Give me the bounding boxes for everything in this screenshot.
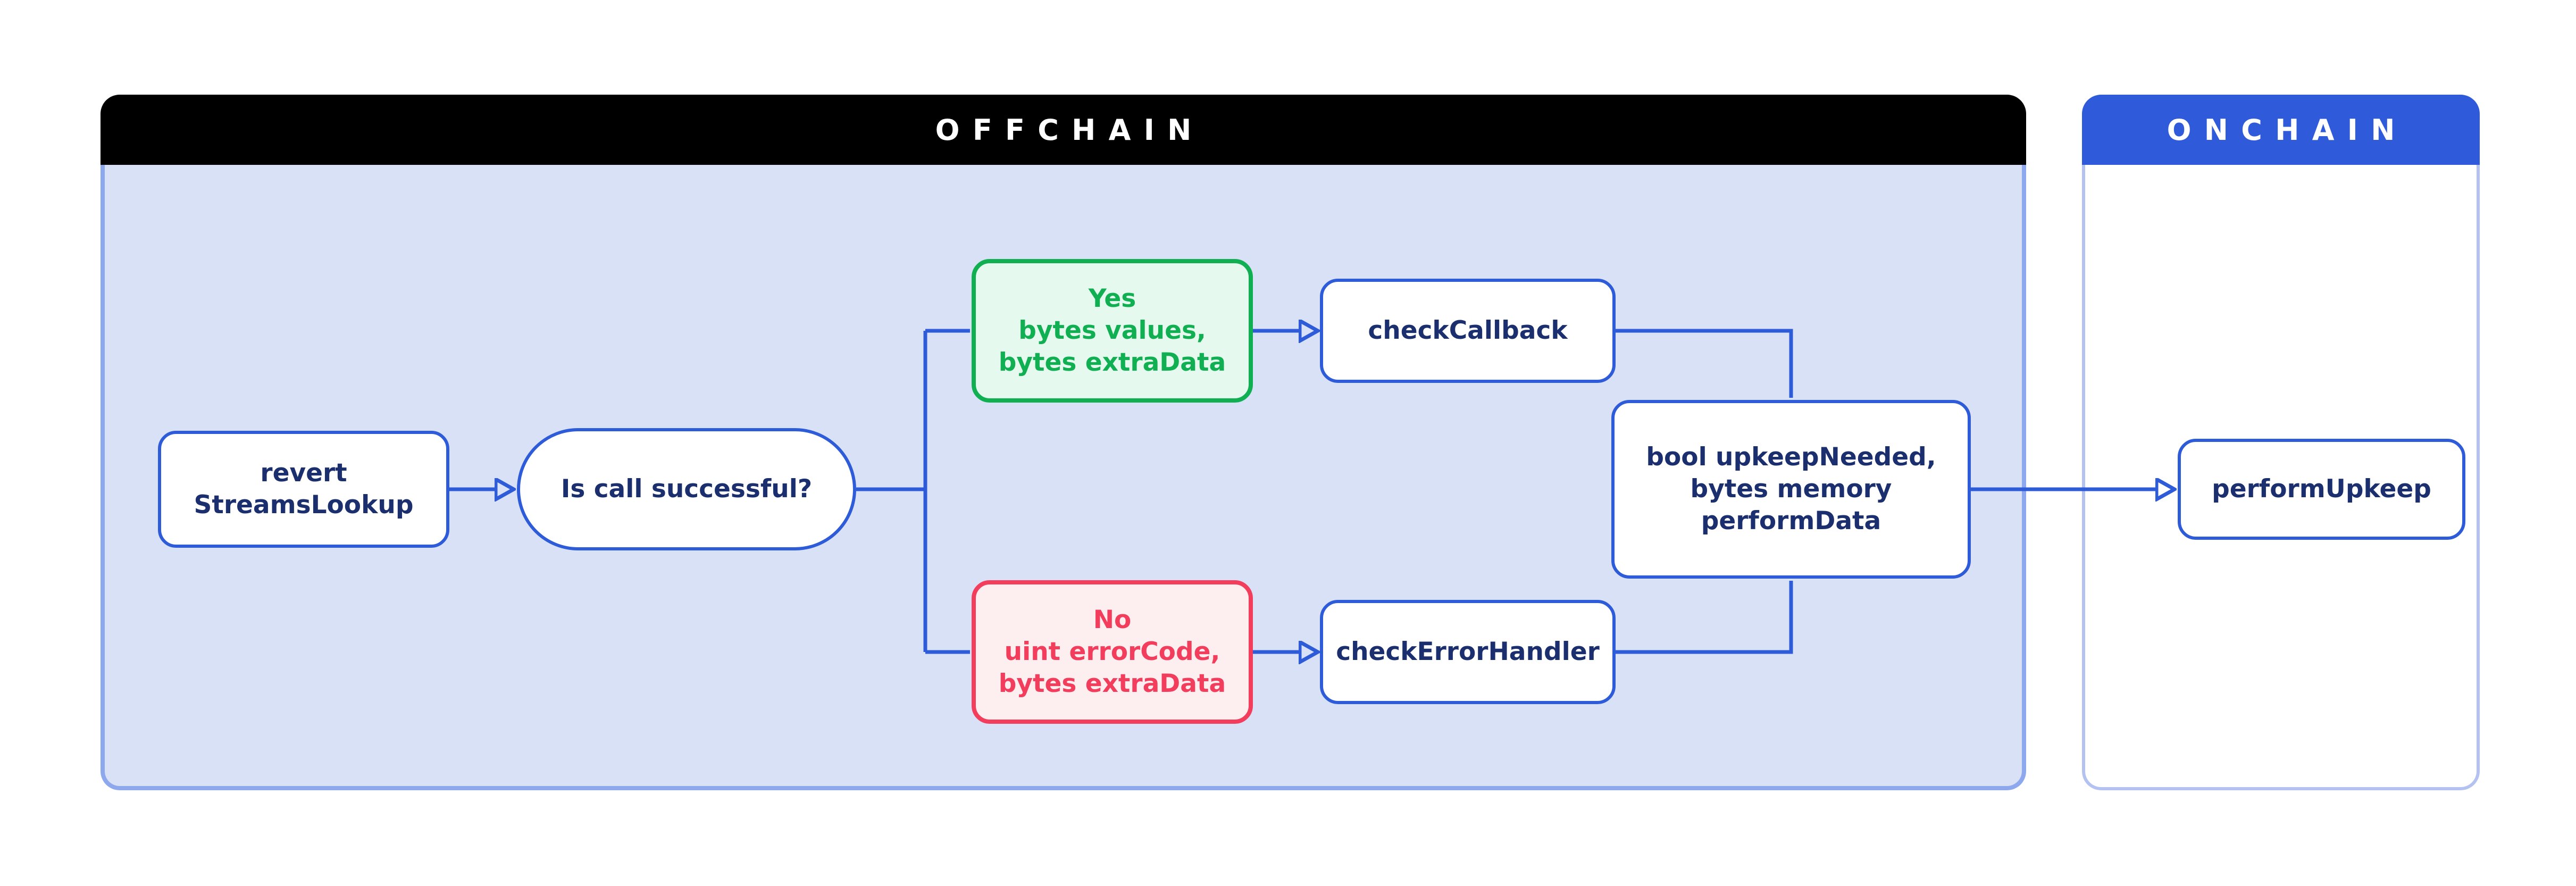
node-label-line: revert	[260, 458, 347, 488]
node-revert-streamslookup: revert StreamsLookup	[158, 431, 449, 548]
node-checkerrorhandler: checkErrorHandler	[1320, 600, 1616, 704]
node-label-line: performUpkeep	[2212, 474, 2431, 504]
node-label-line: bytes memory	[1690, 474, 1892, 504]
node-label-line: uint errorCode,	[1004, 637, 1220, 666]
node-label-line: bool upkeepNeeded,	[1646, 442, 1936, 472]
node-label-line: bytes extraData	[998, 669, 1226, 698]
node-no-branch: No uint errorCode, bytes extraData	[972, 580, 1253, 724]
node-label-line: Is call successful?	[561, 474, 813, 504]
node-label-line: checkErrorHandler	[1336, 637, 1600, 666]
onchain-header: ONCHAIN	[2082, 95, 2480, 165]
offchain-title: OFFCHAIN	[935, 113, 1205, 147]
node-yes-branch: Yes bytes values, bytes extraData	[972, 259, 1253, 403]
node-label-line: performData	[1701, 506, 1881, 536]
node-label-line: No	[1093, 605, 1132, 634]
node-checkcallback: checkCallback	[1320, 279, 1616, 383]
node-label-line: StreamsLookup	[194, 490, 414, 520]
onchain-title: ONCHAIN	[2167, 113, 2408, 147]
node-performupkeep: performUpkeep	[2178, 439, 2465, 540]
node-label-line: Yes	[1088, 284, 1136, 313]
node-label-line: checkCallback	[1368, 316, 1568, 345]
offchain-header: OFFCHAIN	[101, 95, 2026, 165]
node-is-call-successful: Is call successful?	[517, 428, 856, 550]
node-label-line: bytes extraData	[998, 348, 1226, 377]
node-label-line: bytes values,	[1018, 316, 1206, 345]
node-upkeep-needed: bool upkeepNeeded, bytes memory performD…	[1611, 400, 1971, 579]
